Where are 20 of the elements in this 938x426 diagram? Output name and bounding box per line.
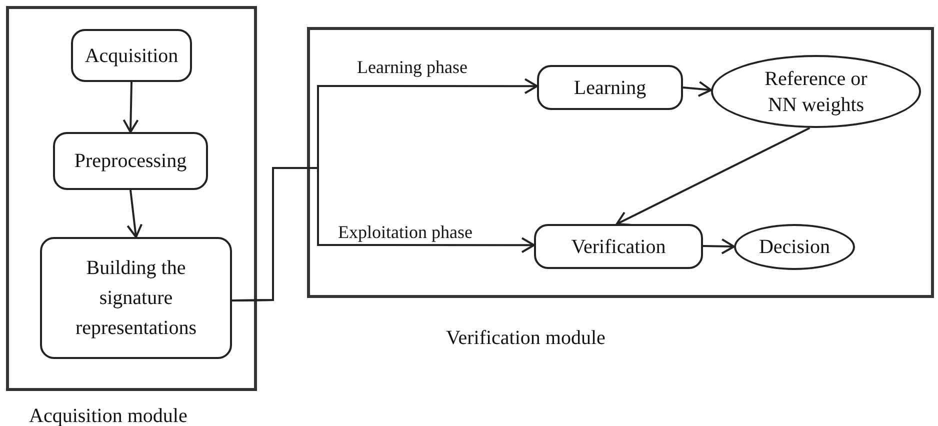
node-label: Decision (758, 235, 832, 260)
arrow (702, 238, 735, 254)
process-box (71, 29, 192, 82)
arrow (682, 80, 712, 97)
node-label: Acquisition (84, 44, 180, 68)
process-box (40, 237, 232, 359)
node-label: Preprocessing (73, 149, 188, 174)
node-label: Building the signature representations (74, 256, 198, 341)
node-label: Reference or NN weights (764, 66, 868, 118)
process-box (534, 224, 703, 269)
process-box (53, 132, 208, 190)
arrow (232, 167, 535, 302)
arrow (616, 127, 810, 226)
node-label: Verification (570, 234, 667, 260)
process-box (537, 65, 683, 110)
arrow (126, 190, 143, 238)
node-label: Learning (572, 76, 648, 100)
arrow (122, 82, 139, 133)
module-caption: Verification module (446, 326, 606, 351)
module-caption: Acquisition module (29, 404, 188, 426)
